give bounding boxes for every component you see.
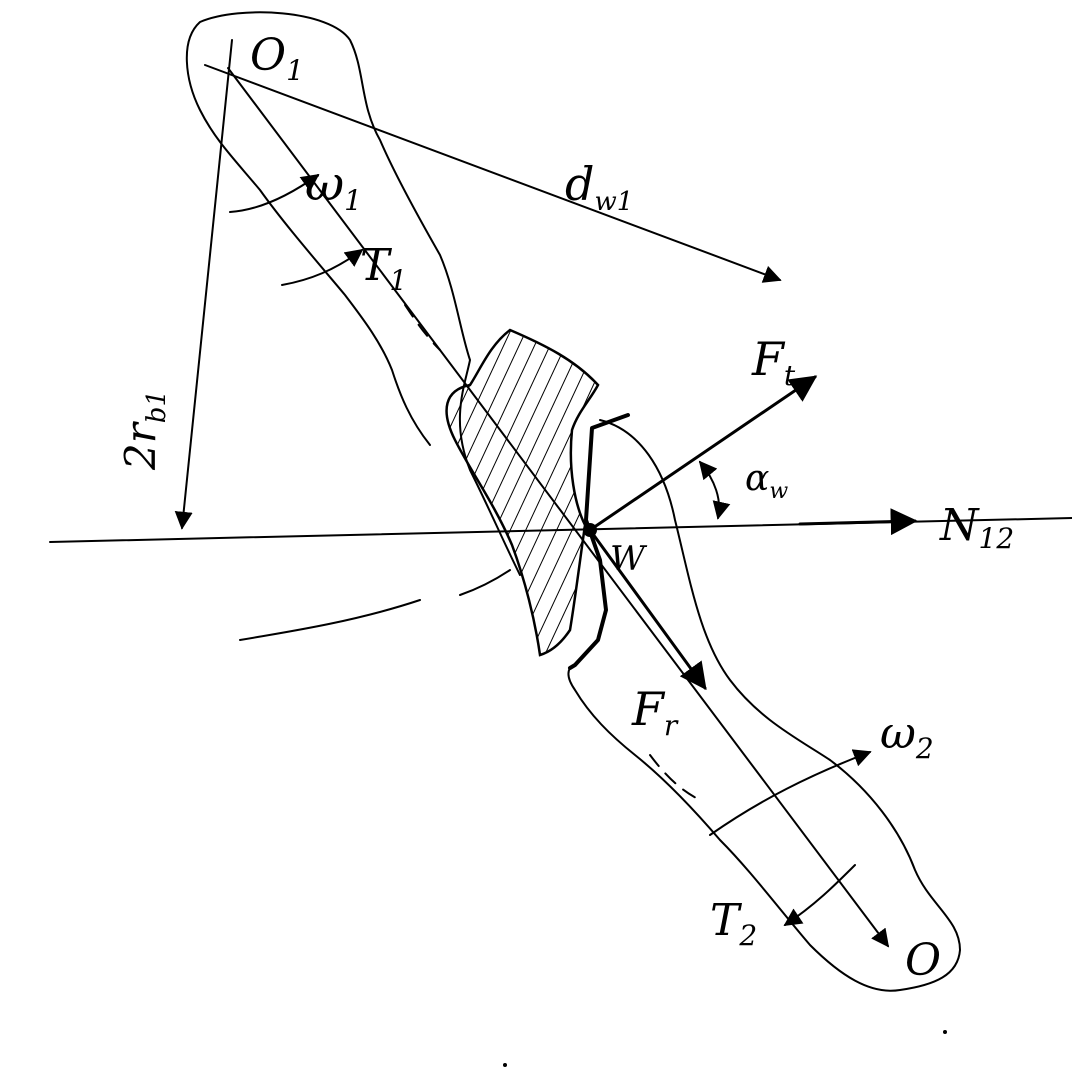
gear1-outline: [185, 11, 521, 576]
hatched-tooth-section: [445, 328, 600, 657]
label-omega1-subscript: 1: [344, 184, 362, 217]
pressure-angle-arc: [698, 460, 731, 520]
t2-torque-arc: [783, 864, 856, 926]
sketch-stroke-2: [459, 569, 511, 596]
centre-line-o1-o2: [227, 67, 890, 948]
gear2-tooth-profile: [568, 413, 630, 670]
pitch-diameter-line: [204, 64, 782, 283]
label-ft-subscript: t: [784, 359, 796, 392]
label-dw1-subscript: w1: [594, 187, 633, 217]
label-2rb1-subscript: b1: [142, 390, 172, 423]
stray-mark-2: [943, 1030, 947, 1034]
base-radius-line: [174, 39, 233, 530]
radial-force-arrow: [588, 528, 707, 691]
label-n12-subscript: 12: [979, 522, 1015, 555]
label-t2: T2: [710, 895, 757, 952]
label-omega2-subscript: 2: [915, 732, 934, 765]
label-o1: O1: [250, 30, 304, 87]
label-t2-subscript: 2: [738, 919, 757, 952]
label-fr: Fr: [631, 682, 679, 742]
label-omega1: ω1: [305, 156, 362, 217]
normal-force-arrow: [798, 508, 918, 536]
tangential-force-arrow: [588, 375, 818, 532]
label-n12: N12: [939, 500, 1014, 555]
label-fr-subscript: r: [664, 709, 679, 742]
label-alpha-w-subscript: w: [769, 479, 788, 504]
t1-torque-arc: [281, 248, 364, 286]
stray-mark-1: [503, 1063, 507, 1067]
label-w: W: [610, 539, 648, 579]
gear2-outline: [567, 419, 961, 992]
label-t1: T1: [360, 240, 407, 297]
omega1-rotation-arc: [229, 173, 320, 213]
label-o1-subscript: 1: [286, 54, 304, 87]
label-ft: Ft: [751, 332, 796, 392]
label-alpha-w: αw: [745, 458, 788, 504]
label-dw1: dw1: [565, 157, 633, 217]
omega2-rotation-arc: [709, 749, 872, 836]
label-o2: O: [905, 935, 941, 986]
sketch-stroke-1: [239, 599, 421, 641]
label-omega2: ω2: [880, 708, 934, 765]
contact-point-w: [583, 523, 597, 537]
label-2rb1: 2rb1: [116, 390, 172, 471]
label-t1-subscript: 1: [389, 264, 407, 297]
gear2-dashed-contour: [649, 754, 701, 801]
